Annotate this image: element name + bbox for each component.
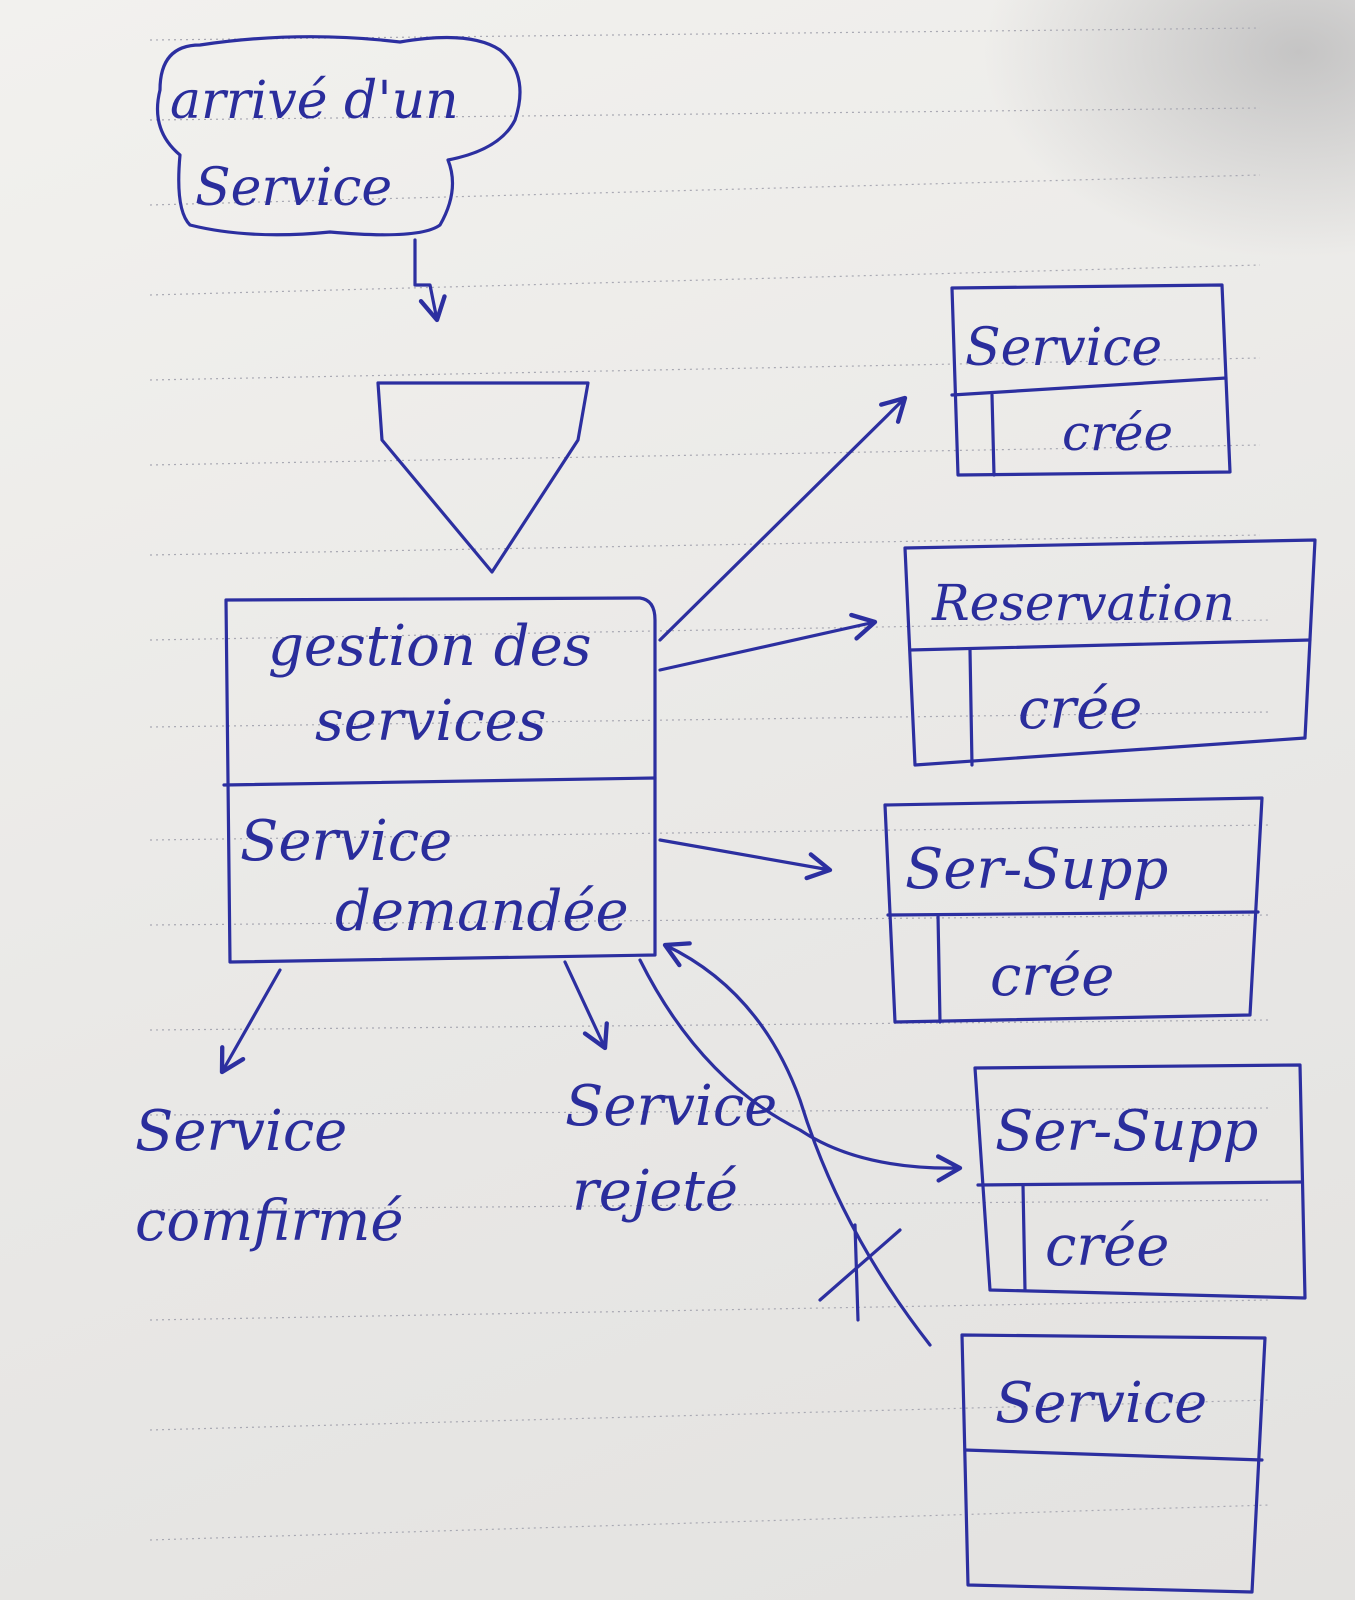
object-reservation-divider [908,638,1312,652]
cross-mark-vertical [853,1223,860,1322]
arrow-from-service-bottom [662,941,932,1347]
merge-funnel-shape [376,381,590,574]
object-sersupp-1-state-bar [936,913,942,1024]
object-service-bottom-box [960,1333,1267,1594]
process-title-line1: gestion des [268,614,591,679]
object-service-state-bar [990,393,996,477]
confirmed-line1: Service [135,1099,347,1164]
result-confirmed: Service comfirmé [135,1099,404,1254]
object-sersupp-2: Ser-Supp crée [973,1063,1307,1300]
object-sersupp-2-state: crée [1045,1214,1169,1279]
object-service-state: crée [1062,404,1173,462]
rejected-line2: rejeté [572,1159,738,1224]
object-service-divider [950,376,1228,397]
arrow-to-reservation [658,612,878,672]
arrow-to-sersupp-1 [658,838,833,881]
object-sersupp-1-name: Ser-Supp [905,837,1168,902]
process-state-line2: demandée [335,879,629,944]
object-service-bottom: Service [960,1333,1267,1594]
object-sersupp-2-state-bar [1021,1183,1027,1292]
object-service-box [950,283,1232,477]
object-sersupp-1-state: crée [990,944,1114,1009]
arrival-flow-arrow [413,238,447,323]
object-sersupp-1-divider [886,910,1260,917]
object-sersupp-2-divider [976,1180,1304,1187]
object-sersupp-2-box [973,1063,1307,1300]
object-reservation: Reservation crée [903,538,1317,767]
process-divider [222,776,657,787]
arrival-text-line1: arrivé d'un [170,71,459,131]
arrow-to-confirmed [219,968,282,1075]
object-reservation-state: crée [1018,677,1142,742]
process-box-shape [224,596,657,964]
cross-mark-diagonal [818,1228,902,1302]
object-sersupp-1: Ser-Supp crée [883,796,1264,1024]
object-sersupp-1-box [883,796,1264,1024]
object-service-bottom-name: Service [995,1371,1207,1436]
object-service-bottom-divider [963,1448,1264,1462]
object-reservation-name: Reservation [931,574,1235,632]
object-service-name: Service [965,318,1162,378]
arrow-to-service [658,395,908,642]
arrival-node: arrivé d'un Service [155,35,522,237]
arrival-text-line2: Service [195,158,392,218]
object-service: Service crée [950,283,1232,477]
arrow-to-sersupp-2 [638,958,963,1183]
page-shadow [980,0,1355,260]
arrow-to-rejected [563,960,609,1051]
process-state-line1: Service [240,809,452,874]
object-reservation-state-bar [968,648,974,767]
ruled-lines [149,27,1271,1541]
result-rejected: Service rejeté [565,1074,777,1224]
process-title-line2: services [315,689,546,754]
confirmed-line2: comfirmé [135,1189,404,1254]
object-reservation-box [903,538,1317,767]
object-sersupp-2-name: Ser-Supp [995,1099,1258,1164]
arrival-cloud-shape [155,35,522,237]
process-node: gestion des services Service demandée [222,596,657,964]
rejected-line1: Service [565,1074,777,1139]
